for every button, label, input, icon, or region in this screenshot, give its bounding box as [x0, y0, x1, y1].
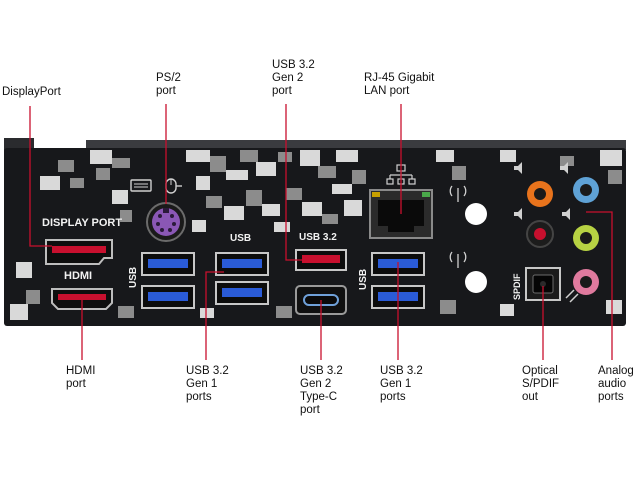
camo-block [274, 222, 290, 232]
camo-block [452, 166, 466, 180]
camo-block [606, 300, 622, 314]
camo-block [278, 152, 292, 162]
camo-block [302, 202, 322, 216]
panel-label-usb32-top: USB 3.2 [299, 232, 337, 243]
camo-block [246, 190, 262, 206]
callout-usb32-gen2-typec: USB 3.2 Gen 2 Type-C port [300, 365, 343, 416]
camo-block [96, 168, 110, 180]
leader-usb32-gen2-top [285, 104, 302, 261]
panel-label-display-port: DISPLAY PORT [42, 217, 122, 229]
camo-block [90, 150, 112, 164]
camo-block [240, 150, 258, 162]
callout-hdmi: HDMI port [66, 365, 96, 390]
hdmi-connector [51, 288, 113, 310]
camo-block [200, 308, 214, 318]
audio-jacks [526, 177, 599, 295]
camo-block [256, 162, 276, 176]
callout-leader-lines [29, 104, 613, 360]
panel-label-usb-top: USB [230, 233, 251, 244]
camo-block [120, 210, 132, 222]
leader-analog-audio [586, 211, 613, 360]
speaker-icon [514, 162, 570, 220]
ps2-port [146, 202, 186, 242]
displayport-connector [45, 239, 113, 265]
camo-block [560, 156, 574, 166]
callout-analog-audio: Analog audio ports [598, 365, 634, 403]
panel-label-hdmi: HDMI [64, 270, 92, 282]
callout-usb32-gen1-right: USB 3.2 Gen 1 ports [380, 365, 423, 403]
microphone-icon [565, 289, 579, 303]
callout-optical-spdif: Optical S/PDIF out [522, 365, 560, 403]
usb-ports-center-left [215, 252, 269, 305]
camo-block [70, 178, 84, 188]
camo-block [500, 304, 514, 316]
callout-displayport: DisplayPort [2, 86, 61, 98]
camo-block [112, 190, 128, 204]
callout-usb32-gen2-top: USB 3.2 Gen 2 port [272, 59, 315, 97]
camo-block [318, 166, 336, 178]
camo-block [192, 220, 206, 232]
callout-ps2: PS/2 port [156, 72, 181, 97]
camo-block [344, 200, 362, 216]
camo-block [224, 206, 244, 220]
camo-block [600, 150, 622, 166]
leader-displayport [29, 106, 52, 247]
camo-block [262, 204, 280, 216]
panel-label-spdif: SPDIF [512, 273, 522, 300]
camo-block [226, 170, 248, 180]
camo-block [500, 150, 516, 162]
camo-block [186, 150, 210, 162]
wifi-antenna-icon [449, 185, 467, 268]
camo-block [352, 170, 366, 184]
camo-block [440, 300, 456, 314]
camo-pattern [10, 150, 622, 320]
camo-block [16, 262, 32, 278]
antenna-mounts [465, 203, 487, 293]
camo-block [118, 306, 134, 318]
panel-label-usb-right: USB [358, 269, 369, 290]
camo-block [300, 150, 320, 166]
callout-usb32-gen1-left: USB 3.2 Gen 1 ports [186, 365, 229, 403]
camo-block [58, 160, 74, 172]
camo-block [322, 214, 338, 224]
usb-type-c-port [295, 285, 347, 315]
camo-block [276, 306, 292, 318]
camo-block [10, 304, 28, 320]
camo-block [608, 170, 622, 184]
keyboard-icon [130, 179, 152, 192]
panel-label-usb-left: USB [128, 267, 139, 288]
camo-block [196, 176, 210, 190]
panel-top-rail [86, 140, 626, 150]
camo-block [436, 150, 454, 162]
camo-block [286, 188, 302, 200]
camo-block [210, 156, 226, 172]
camo-block [206, 196, 222, 208]
camo-block [26, 290, 40, 304]
usb-ports-left [141, 252, 195, 309]
callout-rj45: RJ-45 Gigabit LAN port [364, 72, 435, 97]
camo-block [332, 184, 352, 194]
camo-block [40, 176, 60, 190]
camo-block [336, 150, 358, 162]
leader-usb32-gen1-left [205, 271, 224, 360]
usb32-gen2-port [295, 249, 347, 271]
camo-block [112, 158, 130, 168]
